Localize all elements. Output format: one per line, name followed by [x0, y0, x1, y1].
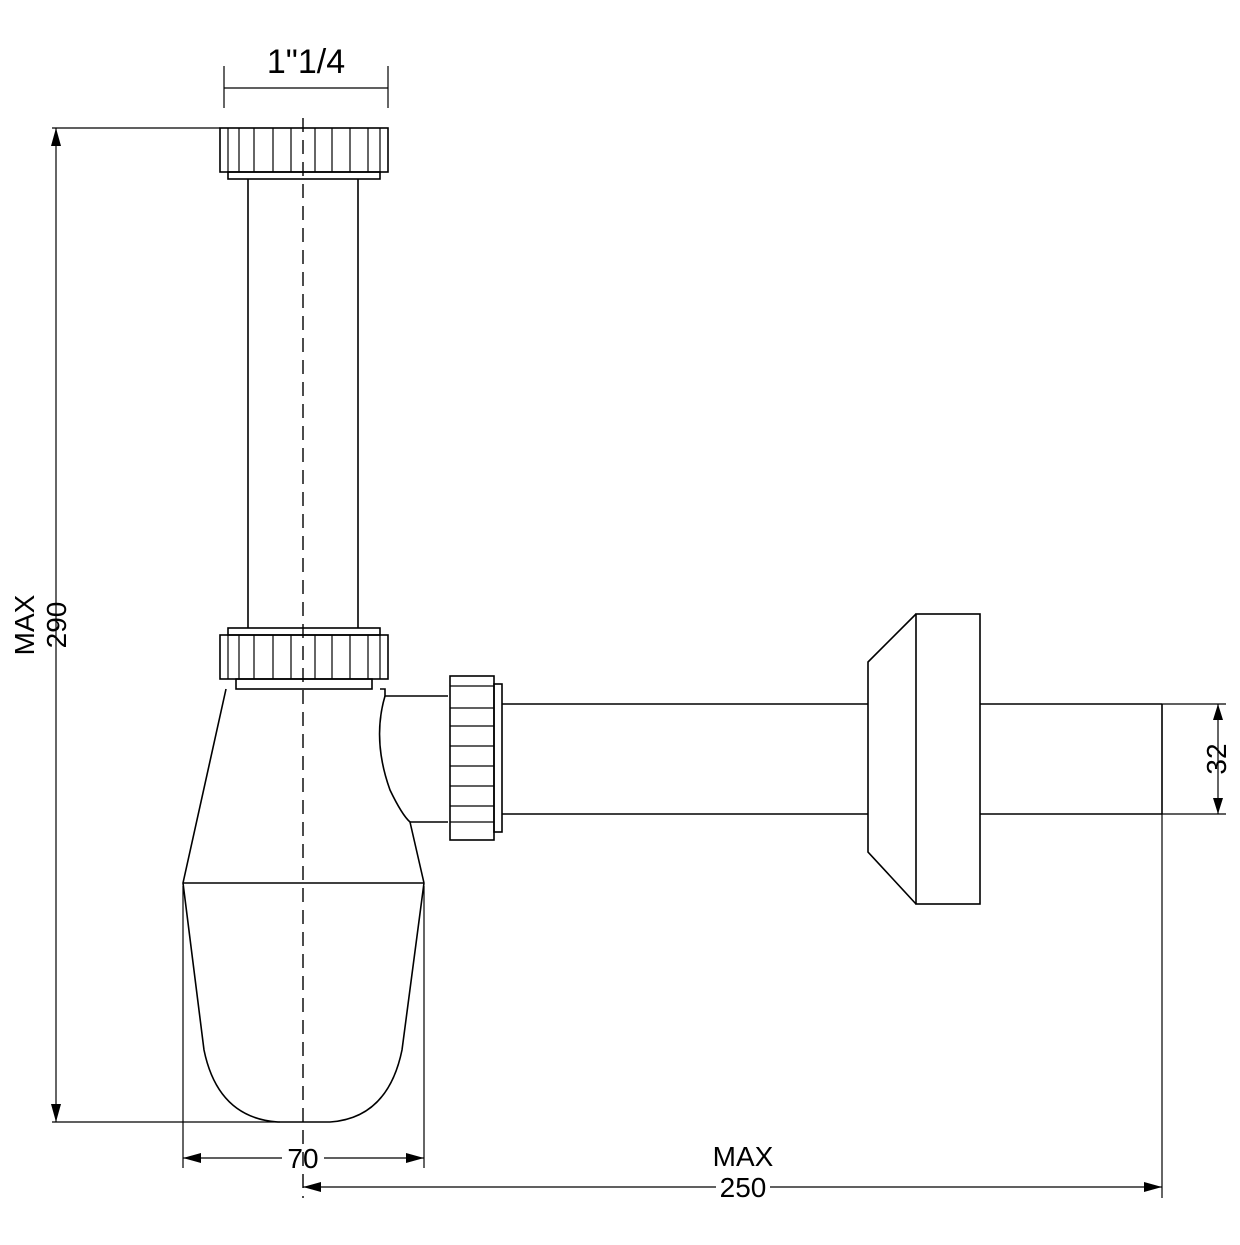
length-dimension — [303, 814, 1163, 1198]
horizontal-pipe — [502, 703, 1163, 815]
vertical-tube — [247, 179, 359, 628]
bowl-width-dimension — [182, 886, 425, 1168]
outlet-nut — [449, 675, 503, 841]
outlet-diameter-label: 32 — [1201, 743, 1232, 774]
trap-body — [182, 688, 448, 1123]
wall-rosette — [867, 613, 981, 905]
thread-dimension — [223, 66, 389, 108]
top-nut — [219, 127, 389, 180]
middle-nut — [219, 627, 389, 690]
length-value-label: 250 — [720, 1172, 767, 1203]
height-value-label: 290 — [41, 602, 72, 649]
bowl-width-label: 70 — [287, 1143, 318, 1174]
height-dimension — [51, 127, 280, 1123]
outlet-diameter-dimension — [1162, 703, 1226, 815]
length-max-label: MAX — [713, 1141, 774, 1172]
height-max-label: MAX — [9, 594, 40, 655]
thread-size-label: 1"1/4 — [267, 43, 345, 81]
